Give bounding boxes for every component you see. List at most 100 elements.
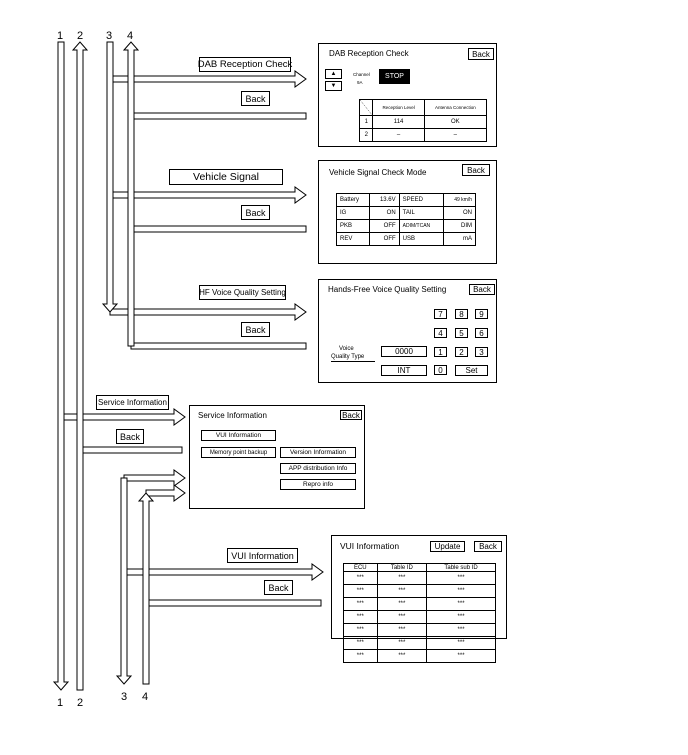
table-row: Reception Level Antenna Connection: [358, 99, 488, 116]
table-cell: 2: [358, 128, 374, 142]
key-8-button[interactable]: 8: [455, 309, 468, 319]
service-back-button[interactable]: Back: [340, 410, 362, 420]
memory-point-backup-button[interactable]: Memory point backup: [201, 447, 276, 458]
hf-back-button[interactable]: Back: [469, 284, 495, 295]
update-button[interactable]: Update: [430, 541, 465, 552]
int-button[interactable]: INT: [381, 365, 427, 376]
table-cell: ***: [376, 597, 428, 611]
table-cell: –: [423, 128, 488, 142]
label-vehicle-signal: Vehicle Signal: [169, 169, 283, 185]
signal-value: DIM: [443, 219, 476, 233]
table-cell: ***: [376, 636, 428, 650]
key-0-button[interactable]: 0: [434, 365, 447, 375]
voice-label: Voice: [339, 346, 354, 352]
channel-up-button[interactable]: ▲: [325, 69, 342, 79]
signal-name: SPEED: [398, 193, 445, 207]
key-2-button[interactable]: 2: [455, 347, 468, 357]
key-7-button[interactable]: 7: [434, 309, 447, 319]
label-service-information: Service Information: [96, 395, 169, 410]
repro-info-button[interactable]: Repro info: [280, 479, 356, 490]
column-header: Table sub ID: [426, 563, 496, 572]
arrow-to-vehicle-signal: [109, 186, 307, 204]
table-row: *********: [343, 623, 496, 637]
signal-value: 49 km/h: [443, 193, 476, 207]
dab-back-button[interactable]: Back: [468, 48, 494, 60]
table-cell: ***: [376, 584, 428, 598]
table-cell: ***: [376, 649, 428, 663]
stop-button[interactable]: STOP: [379, 69, 410, 84]
key-5-button[interactable]: 5: [455, 328, 468, 338]
number-2-top: 2: [77, 30, 84, 42]
column-header: Table ID: [376, 563, 428, 572]
vehicle-screen-title: Vehicle Signal Check Mode: [329, 168, 427, 177]
vui-information-button[interactable]: VUI Information: [201, 430, 276, 441]
table-cell: ***: [343, 584, 378, 598]
label-underline: [331, 361, 375, 362]
table-row: 1 114 OK: [358, 115, 488, 129]
arrow-to-hf-voice-quality: [109, 303, 307, 321]
arrow-to-service-menu-3: [123, 469, 186, 487]
label-dab-reception-check: DAB Reception Check: [197, 57, 293, 72]
key-9-button[interactable]: 9: [475, 309, 488, 319]
table-cell: 114: [372, 115, 425, 129]
table-cell: ***: [343, 623, 378, 637]
key-4-button[interactable]: 4: [434, 328, 447, 338]
dab-screen-title: DAB Reception Check: [329, 49, 409, 58]
label-hf-voice-quality-setting: HF Voice Quality Setting: [199, 285, 286, 300]
table-cell: ***: [426, 571, 496, 585]
signal-value: OFF: [369, 219, 400, 233]
key-6-button[interactable]: 6: [475, 328, 488, 338]
label-back-vehicle: Back: [241, 205, 270, 220]
hf-screen-title: Hands-Free Voice Quality Setting: [328, 285, 447, 294]
return-from-service-information: [82, 446, 183, 454]
table-cell: ***: [426, 584, 496, 598]
vehicle-back-button[interactable]: Back: [462, 164, 490, 176]
table-cell: OK: [423, 115, 488, 129]
key-3-button[interactable]: 3: [475, 347, 488, 357]
voice-quality-value-field[interactable]: 0000: [381, 346, 427, 357]
dab-reception-table: Reception Level Antenna Connection 1 114…: [358, 99, 488, 142]
table-cell: ***: [376, 623, 428, 637]
table-row: IG ON TAIL ON: [335, 206, 476, 220]
flow-line-4: [122, 41, 140, 347]
table-row: *********: [343, 584, 496, 598]
flow-line-1: [52, 41, 70, 691]
key-1-button[interactable]: 1: [434, 347, 447, 357]
number-4-bottom: 4: [142, 691, 149, 703]
column-header: Antenna Connection: [423, 99, 488, 116]
table-cell: ***: [343, 571, 378, 585]
table-cell: ***: [426, 649, 496, 663]
signal-name: USB: [398, 232, 445, 246]
table-row: 2 – –: [358, 128, 488, 142]
vui-screen-title: VUI Information: [340, 541, 400, 551]
app-distribution-info-button[interactable]: APP distribution Info: [280, 463, 356, 474]
table-row: *********: [343, 610, 496, 624]
arrow-to-vui-information: [123, 563, 324, 581]
version-information-button[interactable]: Version Information: [280, 447, 356, 458]
channel-down-button[interactable]: ▼: [325, 81, 342, 91]
table-row: Battery 13.6V SPEED 49 km/h: [335, 193, 476, 207]
vui-back-button[interactable]: Back: [474, 541, 502, 552]
signal-name: TAIL: [398, 206, 445, 220]
signal-name: Battery: [335, 193, 371, 207]
number-3-top: 3: [106, 30, 113, 42]
return-from-vui-information: [145, 599, 322, 607]
vehicle-signal-table: Battery 13.6V SPEED 49 km/h IG ON TAIL O…: [335, 193, 476, 246]
number-4-top: 4: [127, 30, 134, 42]
service-information-screen: Service Information Back VUI Information…: [189, 405, 365, 509]
label-back-dab: Back: [241, 91, 270, 106]
quality-type-label: Quality Type: [331, 354, 365, 360]
flow-line-2: [71, 41, 89, 691]
table-corner-cell: [358, 99, 374, 116]
return-from-dab-reception-check: [130, 112, 307, 120]
table-row: *********: [343, 636, 496, 650]
label-back-service: Back: [116, 429, 144, 444]
hands-free-voice-quality-screen: Hands-Free Voice Quality Setting Back 7 …: [318, 279, 497, 383]
table-cell: ***: [426, 597, 496, 611]
table-cell: ***: [343, 597, 378, 611]
set-button[interactable]: Set: [455, 365, 488, 376]
table-cell: ***: [426, 623, 496, 637]
arrow-to-service-menu-4: [145, 484, 186, 502]
signal-name: PKB: [335, 219, 371, 233]
flow-line-4-lower: [137, 492, 155, 685]
